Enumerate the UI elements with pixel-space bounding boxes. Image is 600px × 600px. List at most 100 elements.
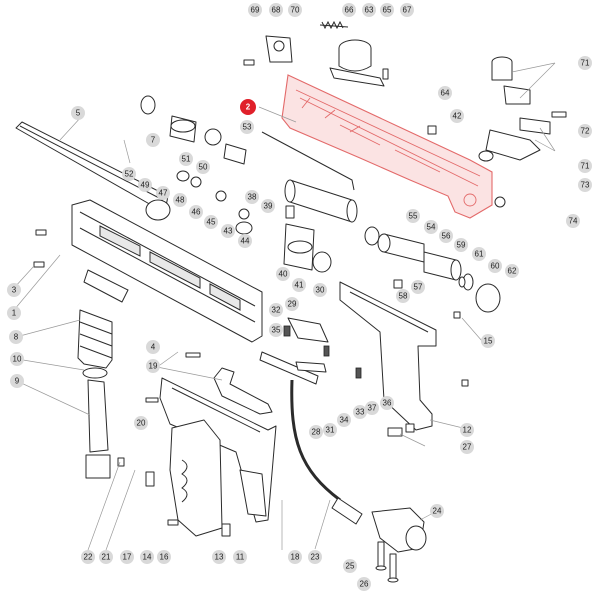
part-2-body-highlighted[interactable] bbox=[281, 74, 493, 219]
part-62-cap[interactable] bbox=[475, 283, 501, 313]
callout-69[interactable]: 69 bbox=[248, 3, 262, 17]
part-53-rod[interactable] bbox=[261, 131, 355, 191]
part-19-trigger-guard[interactable] bbox=[213, 367, 273, 415]
callout-60[interactable]: 60 bbox=[488, 259, 502, 273]
part-9-tube[interactable] bbox=[85, 379, 111, 479]
part-60-spring[interactable] bbox=[458, 276, 466, 288]
callout-48[interactable]: 48 bbox=[173, 193, 187, 207]
callout-23[interactable]: 23 bbox=[308, 550, 322, 564]
callout-13[interactable]: 13 bbox=[212, 550, 226, 564]
callout-74[interactable]: 74 bbox=[566, 214, 580, 228]
callout-57[interactable]: 57 bbox=[411, 280, 425, 294]
callout-49[interactable]: 49 bbox=[138, 178, 152, 192]
callout-55[interactable]: 55 bbox=[406, 209, 420, 223]
callout-68[interactable]: 68 bbox=[269, 3, 283, 17]
callout-10[interactable]: 10 bbox=[10, 352, 24, 366]
callout-35[interactable]: 35 bbox=[269, 323, 283, 337]
callout-71-bottom[interactable]: 71 bbox=[578, 159, 592, 173]
part-68-clamp[interactable] bbox=[265, 35, 293, 63]
callout-17[interactable]: 17 bbox=[120, 550, 134, 564]
callout-42[interactable]: 42 bbox=[450, 109, 464, 123]
part-12-body-half[interactable] bbox=[339, 281, 437, 431]
callout-43[interactable]: 43 bbox=[221, 224, 235, 238]
callout-51[interactable]: 51 bbox=[179, 152, 193, 166]
callout-64[interactable]: 64 bbox=[438, 86, 452, 100]
callout-53[interactable]: 53 bbox=[240, 120, 254, 134]
callout-56[interactable]: 56 bbox=[439, 229, 453, 243]
callout-9[interactable]: 9 bbox=[10, 374, 24, 388]
callout-22[interactable]: 22 bbox=[81, 550, 95, 564]
part-56-valve-body[interactable] bbox=[423, 251, 462, 281]
part-41-oring[interactable] bbox=[312, 251, 332, 273]
callout-44[interactable]: 44 bbox=[238, 234, 252, 248]
callout-39[interactable]: 39 bbox=[261, 199, 275, 213]
callout-59[interactable]: 59 bbox=[454, 238, 468, 252]
callout-41[interactable]: 41 bbox=[292, 278, 306, 292]
callout-14[interactable]: 14 bbox=[140, 550, 154, 564]
callout-31[interactable]: 31 bbox=[323, 423, 337, 437]
callout-24[interactable]: 24 bbox=[430, 504, 444, 518]
part-48-ball[interactable] bbox=[190, 176, 202, 188]
part-51-detent[interactable] bbox=[169, 115, 197, 143]
callout-38[interactable]: 38 bbox=[245, 190, 259, 204]
part-54-valve[interactable] bbox=[377, 233, 425, 263]
callout-1[interactable]: 1 bbox=[7, 306, 21, 320]
part-38-sleeve[interactable] bbox=[284, 179, 358, 223]
part-43-oring[interactable] bbox=[238, 208, 250, 220]
callout-63[interactable]: 63 bbox=[362, 3, 376, 17]
part-50-insert[interactable] bbox=[223, 143, 247, 165]
callout-7[interactable]: 7 bbox=[146, 133, 160, 147]
callout-21[interactable]: 21 bbox=[99, 550, 113, 564]
part-29-trigger-assembly[interactable] bbox=[259, 317, 362, 385]
callout-32[interactable]: 32 bbox=[269, 303, 283, 317]
part-26-pin[interactable] bbox=[387, 553, 399, 583]
callout-46[interactable]: 46 bbox=[189, 205, 203, 219]
part-50-ring[interactable] bbox=[204, 128, 222, 146]
callout-50[interactable]: 50 bbox=[196, 160, 210, 174]
callout-58[interactable]: 58 bbox=[396, 289, 410, 303]
callout-19[interactable]: 19 bbox=[146, 359, 160, 373]
callout-4[interactable]: 4 bbox=[146, 340, 160, 354]
part-71-feedneck-parts[interactable] bbox=[485, 56, 551, 161]
part-10-ring[interactable] bbox=[82, 367, 108, 379]
callout-65[interactable]: 65 bbox=[380, 3, 394, 17]
part-25-pin[interactable] bbox=[375, 541, 387, 571]
callout-2-highlighted[interactable]: 2 bbox=[240, 99, 256, 115]
callout-3[interactable]: 3 bbox=[7, 283, 21, 297]
callout-27[interactable]: 27 bbox=[460, 440, 474, 454]
callout-34[interactable]: 34 bbox=[337, 413, 351, 427]
part-23-hose-fitting[interactable] bbox=[331, 497, 363, 525]
part-8-foregrip[interactable] bbox=[77, 269, 129, 369]
part-74-screw[interactable] bbox=[494, 196, 506, 208]
part-49-ring[interactable] bbox=[176, 170, 190, 182]
callout-72[interactable]: 72 bbox=[578, 124, 592, 138]
part-73-oring[interactable] bbox=[478, 150, 494, 162]
callout-12[interactable]: 12 bbox=[460, 423, 474, 437]
part-46-screw[interactable] bbox=[215, 190, 227, 202]
part-44-washer[interactable] bbox=[235, 221, 253, 235]
part-7-oring[interactable] bbox=[140, 95, 156, 115]
callout-18[interactable]: 18 bbox=[288, 550, 302, 564]
part-39-pin[interactable] bbox=[285, 205, 295, 219]
callout-71-top[interactable]: 71 bbox=[578, 56, 592, 70]
part-1-lower-body[interactable] bbox=[71, 199, 263, 343]
part-40-bolt[interactable] bbox=[283, 223, 315, 271]
callout-45[interactable]: 45 bbox=[204, 215, 218, 229]
part-27-screw[interactable] bbox=[387, 427, 403, 437]
part-24-regulator[interactable] bbox=[371, 507, 427, 553]
callout-5[interactable]: 5 bbox=[71, 106, 85, 120]
part-16-grip-panel[interactable] bbox=[169, 419, 223, 537]
callout-33[interactable]: 33 bbox=[353, 405, 367, 419]
part-23-hose[interactable] bbox=[290, 379, 341, 502]
callout-66[interactable]: 66 bbox=[342, 3, 356, 17]
callout-47[interactable]: 47 bbox=[156, 186, 170, 200]
callout-61[interactable]: 61 bbox=[472, 247, 486, 261]
callout-36[interactable]: 36 bbox=[380, 396, 394, 410]
callout-30[interactable]: 30 bbox=[313, 283, 327, 297]
callout-52[interactable]: 52 bbox=[122, 167, 136, 181]
part-66-spring[interactable] bbox=[319, 20, 349, 30]
part-11-trigger-frame[interactable] bbox=[159, 377, 277, 523]
callout-26[interactable]: 26 bbox=[357, 577, 371, 591]
callout-37[interactable]: 37 bbox=[365, 401, 379, 415]
part-55-oring[interactable] bbox=[364, 226, 380, 246]
